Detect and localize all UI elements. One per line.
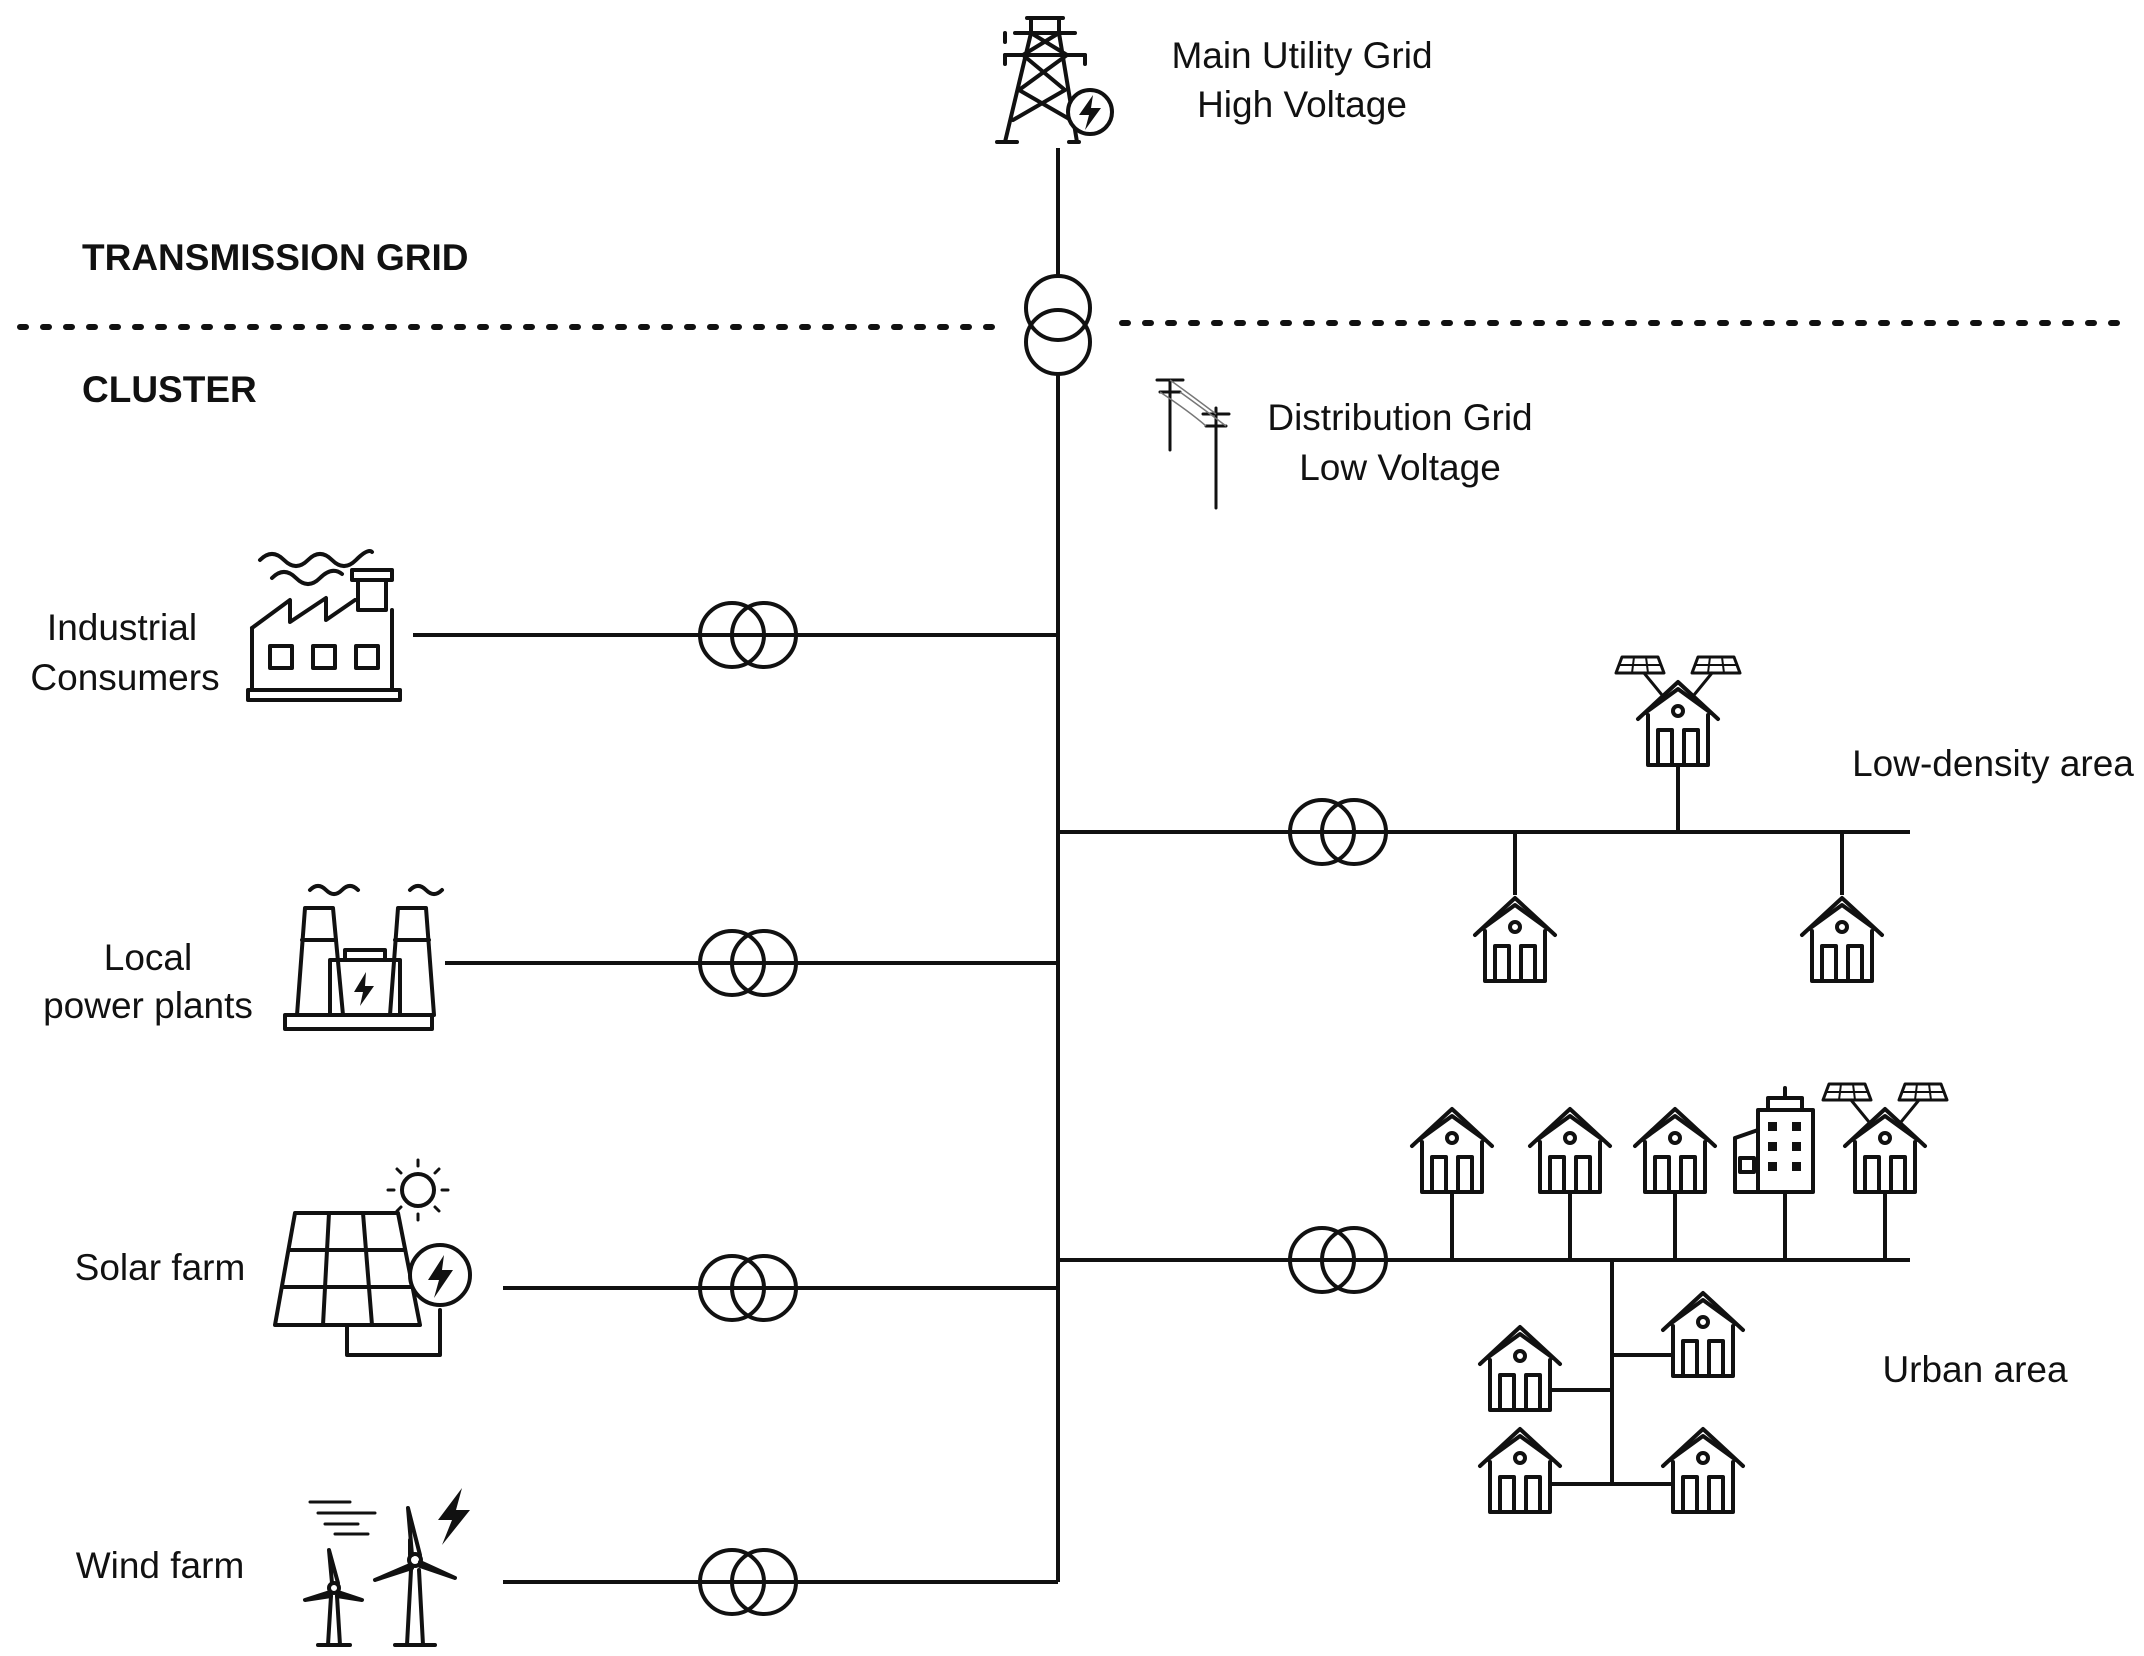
house-icon	[1478, 1427, 1562, 1514]
main-transformer-icon	[1024, 274, 1092, 376]
power-plant-icon	[283, 884, 444, 1031]
solar-house-icon	[1616, 657, 1740, 765]
local-plants-label-line2: power plants	[43, 985, 253, 1026]
wind-farm-label: Wind farm	[76, 1545, 245, 1586]
urban-area-label: Urban area	[1882, 1349, 2068, 1390]
factory-icon	[246, 549, 402, 702]
house-icon	[1528, 1107, 1612, 1194]
industrial-label-line1: Industrial	[47, 607, 197, 648]
section-label-cluster: CLUSTER	[82, 369, 257, 410]
house-icon	[1633, 1107, 1717, 1194]
house-icon	[1410, 1107, 1494, 1194]
power-poles-icon	[1155, 378, 1231, 510]
industrial-label-line2: Consumers	[30, 657, 219, 698]
house-icon	[1800, 896, 1884, 983]
low-density-area-label: Low-density area	[1852, 743, 2134, 784]
solar-house-icon	[1823, 1084, 1947, 1192]
solar-panel-icon	[273, 1158, 472, 1357]
main-grid-label-line1: Main Utility Grid	[1171, 35, 1432, 76]
main-grid-label-line2: High Voltage	[1197, 84, 1407, 125]
house-icon	[1661, 1427, 1745, 1514]
wind-turbine-icon	[303, 1488, 470, 1647]
distribution-grid-label-line1: Distribution Grid	[1267, 397, 1532, 438]
distribution-grid-label-line2: Low Voltage	[1299, 447, 1501, 488]
house-icon	[1478, 1325, 1562, 1412]
section-label-transmission: TRANSMISSION GRID	[82, 237, 468, 278]
solar-farm-label: Solar farm	[75, 1247, 246, 1288]
local-plants-label-line1: Local	[104, 937, 192, 978]
transmission-tower-icon	[995, 16, 1114, 144]
house-icon	[1661, 1291, 1745, 1378]
office-building-icon	[1733, 1086, 1815, 1194]
house-icon	[1473, 896, 1557, 983]
